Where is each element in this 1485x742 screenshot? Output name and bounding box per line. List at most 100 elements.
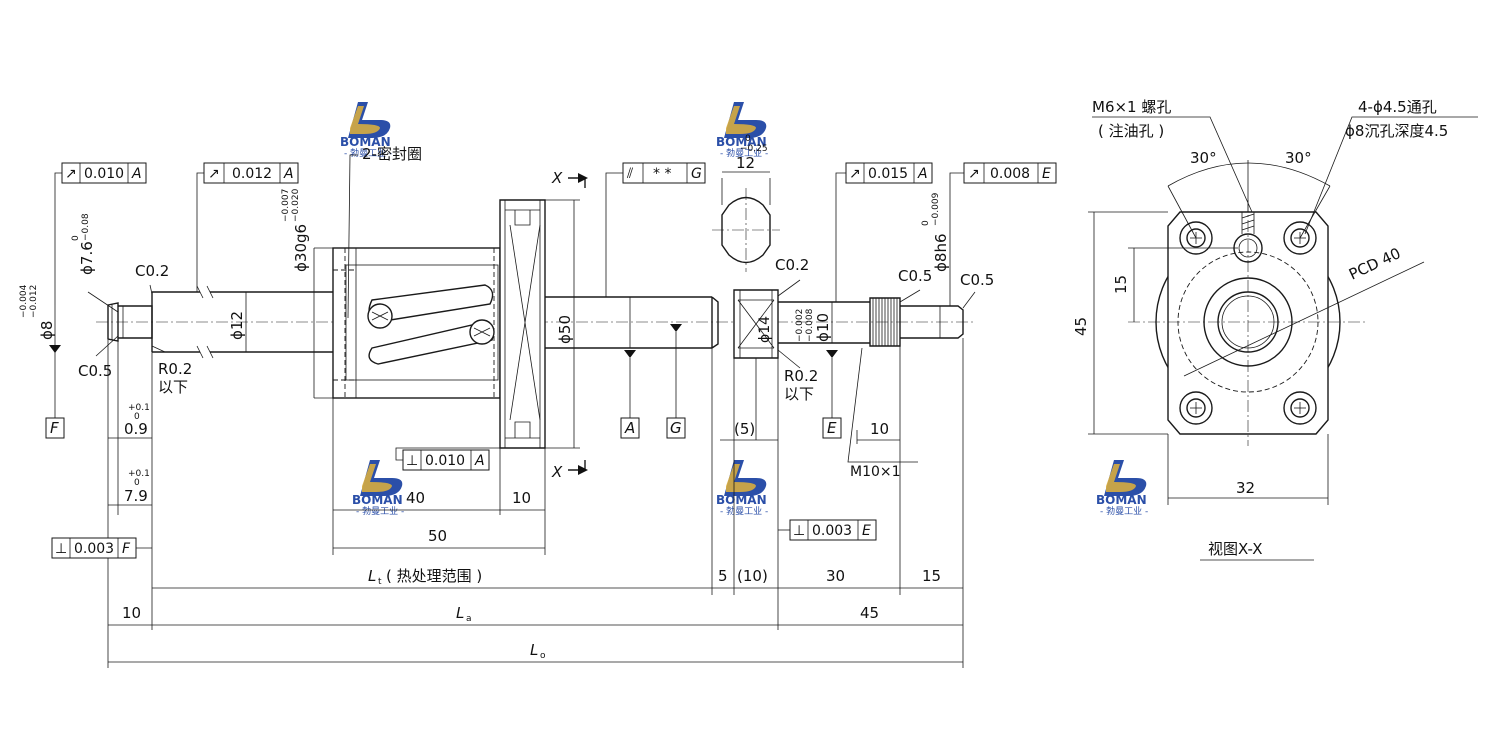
dim-5-paren: (5) — [734, 420, 755, 438]
dim-30: 30 — [826, 567, 845, 585]
svg-text:−0.008: −0.008 — [805, 308, 815, 342]
svg-text:0.012: 0.012 — [232, 166, 272, 182]
svg-text:0: 0 — [921, 220, 931, 226]
svg-text:−0.009: −0.009 — [931, 192, 941, 226]
bolt-hole — [1179, 391, 1213, 425]
view-title: 视图X-X — [1208, 540, 1262, 558]
through-holes: 4-ϕ4.5通孔 — [1358, 98, 1437, 116]
dim-0-9: 0.9 — [124, 420, 148, 438]
logo-brand: BOMAN — [716, 135, 767, 149]
dim-10: 10 — [122, 604, 141, 622]
dimension-lines — [49, 154, 976, 668]
svg-text:0: 0 — [71, 235, 81, 241]
dim-15: 15 — [1112, 275, 1130, 294]
thread-m10: M10×1 — [850, 464, 901, 480]
svg-text:−0.25: −0.25 — [740, 144, 768, 154]
boman-logo: BOMAN - 勃曼工业 - — [716, 102, 768, 159]
svg-text:0.010: 0.010 — [425, 453, 465, 469]
logo-cn: - 勃曼工业 - — [1100, 505, 1148, 517]
svg-text:a: a — [466, 614, 472, 624]
svg-text:A: A — [917, 166, 928, 182]
svg-text:A: A — [474, 453, 485, 469]
datum-labels: A G E F — [45, 417, 842, 439]
svg-text:−0.012: −0.012 — [29, 285, 39, 318]
svg-text:F: F — [122, 541, 131, 557]
svg-text:⊥: ⊥ — [406, 453, 418, 469]
fcf-6: ⊥ 0.010 A — [402, 449, 490, 471]
dim-40: 40 — [406, 489, 425, 507]
dim-32: 32 — [1236, 479, 1255, 497]
section-mark: X — [551, 169, 563, 187]
dia-10: ϕ10 — [814, 313, 832, 342]
dim-50: 50 — [428, 527, 447, 545]
shaft-end-section — [712, 171, 780, 272]
svg-text:↗: ↗ — [65, 166, 77, 182]
svg-text:o: o — [540, 651, 546, 661]
datum-g: G — [670, 419, 682, 437]
dim-10: 10 — [870, 420, 889, 438]
boman-logo: BOMAN - 勃曼工业 - — [716, 460, 768, 517]
logo-cn: - 勃曼工业 - — [356, 505, 404, 517]
svg-text:−0.004: −0.004 — [19, 284, 29, 318]
svg-text:* *: * * — [653, 166, 671, 182]
boman-logo: BOMAN - 勃曼工业 - — [352, 460, 404, 517]
svg-text:⊥: ⊥ — [55, 541, 67, 557]
dia-50: ϕ50 — [556, 315, 574, 344]
svg-text:A: A — [131, 166, 142, 182]
svg-text:G: G — [691, 166, 702, 182]
svg-text:0.008: 0.008 — [990, 166, 1030, 182]
dim-15: 15 — [922, 567, 941, 585]
svg-text:0.010: 0.010 — [84, 166, 124, 182]
shaft-assembly — [96, 199, 975, 449]
svg-text:−0.002: −0.002 — [795, 309, 805, 342]
svg-text:E: E — [1042, 166, 1051, 182]
logo-cn: - 勃曼工业 - — [720, 147, 768, 159]
logo-brand: BOMAN — [1096, 493, 1147, 507]
chamfer-c02: C0.2 — [775, 256, 809, 274]
dia-12: ϕ12 — [228, 311, 246, 340]
radius-below: 以下 — [158, 378, 188, 396]
svg-text:⫽: ⫽ — [626, 166, 634, 182]
chamfer-c02: C0.2 — [135, 262, 169, 280]
svg-text:0: 0 — [134, 412, 140, 422]
dia-30g6: ϕ30g6 — [292, 224, 310, 272]
radius-r02: R0.2 — [158, 360, 192, 378]
dim-lt: L — [368, 567, 376, 585]
svg-text:↗: ↗ — [968, 166, 980, 182]
dia-8h6: ϕ8h6 — [932, 234, 950, 273]
pcd-40: PCD 40 — [1346, 244, 1403, 284]
svg-text:−0.020: −0.020 — [291, 188, 301, 222]
dim-la: L — [456, 604, 464, 622]
dia-7-6: ϕ7.6 — [78, 241, 96, 275]
dim-10-paren: (10) — [737, 567, 768, 585]
svg-text:0.003: 0.003 — [812, 523, 852, 539]
chamfer-c05: C0.5 — [960, 271, 994, 289]
counterbore: ϕ8沉孔深度4.5 — [1345, 122, 1448, 140]
dia-14: ϕ14 — [757, 316, 773, 343]
boman-logo: BOMAN - 勃曼工业 - — [1096, 460, 1148, 517]
dim-5: 5 — [718, 567, 728, 585]
datum-e: E — [827, 419, 837, 437]
svg-text:0: 0 — [745, 134, 751, 144]
seal-label: 2-密封圈 — [362, 145, 422, 163]
dim-lo: L — [530, 641, 538, 659]
chamfer-c05: C0.5 — [898, 267, 932, 285]
logo-brand: BOMAN — [716, 493, 767, 507]
section-mark: X — [551, 463, 563, 481]
svg-text:0: 0 — [134, 478, 140, 488]
svg-text:E: E — [862, 523, 871, 539]
angle-30: 30° — [1190, 149, 1217, 167]
svg-text:+0.1: +0.1 — [128, 469, 150, 479]
dim-10: 10 — [512, 489, 531, 507]
dim-7-9: 7.9 — [124, 487, 148, 505]
svg-text:+0.1: +0.1 — [128, 403, 150, 413]
fcf-5: ↗ 0.008 E — [963, 162, 1057, 184]
svg-text:−0.08: −0.08 — [81, 213, 91, 241]
oil-hole-thread: M6×1 螺孔 — [1092, 98, 1171, 116]
datum-f: F — [50, 419, 59, 437]
fcf-1: ↗ 0.010 A — [61, 162, 147, 184]
svg-text:↗: ↗ — [208, 166, 220, 182]
boman-logo: BOMAN - 勃曼工业 - — [340, 102, 392, 159]
